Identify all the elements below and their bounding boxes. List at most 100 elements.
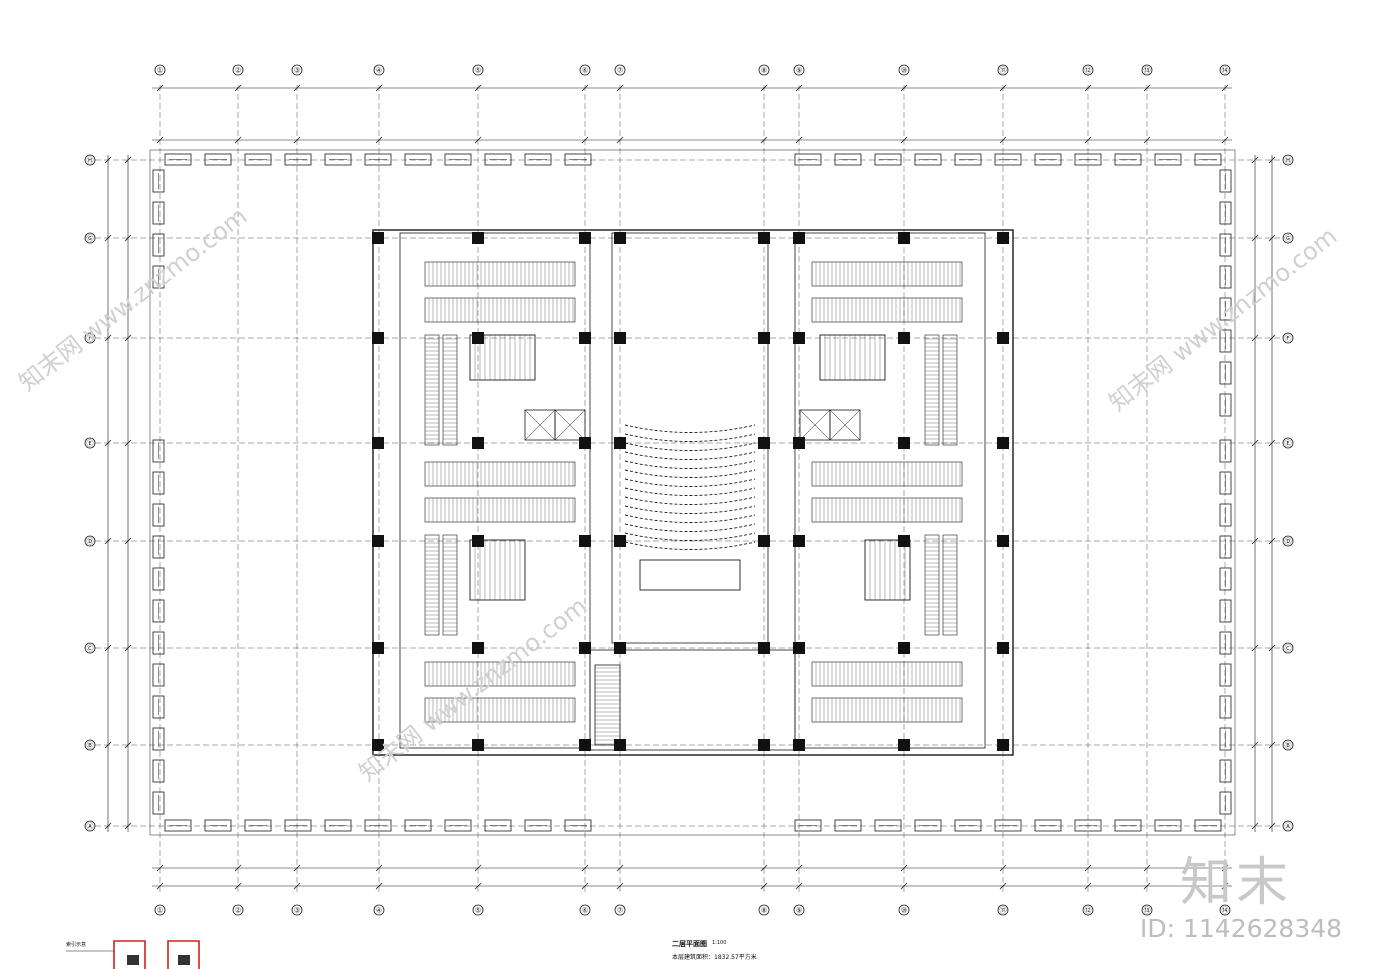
key-plan-marker [178, 955, 190, 965]
axis-bubble-label: ⑭ [1222, 907, 1229, 915]
dimension-tick [581, 882, 589, 890]
window-module [1034, 153, 1062, 166]
window-module [1219, 695, 1232, 719]
elevator-cross [799, 409, 831, 441]
dimension-tick [104, 741, 112, 749]
dimension-lines [104, 84, 1276, 890]
bookshelf-row [811, 461, 963, 487]
axis-bubble [1282, 154, 1294, 166]
seating-row [624, 478, 756, 487]
structural-column [472, 535, 484, 547]
window-module [152, 169, 165, 193]
axis-bubble [1282, 332, 1294, 344]
axis-bubble [579, 904, 591, 916]
bookshelf-column [442, 334, 458, 446]
dimension-tick [1251, 234, 1259, 242]
key-plan-outline [113, 940, 200, 969]
bookshelf-column [924, 334, 940, 446]
axis-bubble-label: ⑭ [1222, 67, 1229, 75]
dimension-tick [1268, 644, 1276, 652]
structural-column [614, 535, 626, 547]
structural-column [579, 332, 591, 344]
dimension-tick [900, 864, 908, 872]
stair-core [864, 539, 911, 601]
window-module [1219, 503, 1232, 527]
dimension-tick [900, 882, 908, 890]
window-module [404, 153, 432, 166]
structural-column [793, 332, 805, 344]
window-module [1219, 169, 1232, 193]
dimension-tick [1143, 84, 1151, 92]
dimension-tick [234, 882, 242, 890]
structural-column [793, 739, 805, 751]
dimension-tick [1221, 84, 1229, 92]
window-module [1219, 265, 1232, 289]
axis-bubble [758, 904, 770, 916]
structural-column [372, 739, 384, 751]
window-module [1219, 361, 1232, 385]
window-module [152, 471, 165, 495]
axis-bubble-label: ⑥ [582, 907, 588, 915]
dimension-tick [156, 136, 164, 144]
axis-bubble-label: ⑩ [901, 67, 907, 75]
dimension-tick [293, 84, 301, 92]
axis-bubble [1282, 535, 1294, 547]
axis-bubble [997, 64, 1009, 76]
structural-column [372, 232, 384, 244]
window-module [524, 819, 552, 832]
window-module [1219, 439, 1232, 463]
structural-column [472, 232, 484, 244]
structural-column [579, 739, 591, 751]
structural-column [997, 535, 1009, 547]
axis-bubble-label: ⑩ [901, 907, 907, 915]
axis-bubble-label: Ⓒ [87, 645, 94, 653]
window-module [484, 153, 512, 166]
axis-bubble [84, 820, 96, 832]
axis-bubble [154, 904, 166, 916]
axis-bubble-label: Ⓒ [1285, 645, 1292, 653]
elevator-shaft [829, 409, 861, 441]
dimension-tick [156, 864, 164, 872]
dimension-tick [1268, 334, 1276, 342]
dimension-tick [124, 439, 132, 447]
axis-bubble-label: ② [235, 67, 241, 75]
structural-column [372, 535, 384, 547]
structural-column [372, 332, 384, 344]
dimension-tick [1268, 234, 1276, 242]
window-module [364, 153, 392, 166]
window-module [794, 819, 822, 832]
dimension-tick [1143, 136, 1151, 144]
dimension-tick [293, 136, 301, 144]
axis-bubble [232, 64, 244, 76]
seating-row [624, 451, 756, 460]
dimension-tick [124, 822, 132, 830]
dimension-tick [104, 234, 112, 242]
window-module [1154, 153, 1182, 166]
dimension-tick [124, 741, 132, 749]
bookshelf-column [942, 534, 958, 636]
axis-bubble-label: Ⓔ [87, 440, 94, 448]
window-module [444, 819, 472, 832]
structural-column [793, 642, 805, 654]
dimension-tick [124, 234, 132, 242]
core-outline [372, 229, 1014, 756]
dimension-tick [999, 882, 1007, 890]
bookshelf-row [811, 497, 963, 523]
window-module [994, 819, 1022, 832]
stair-core [819, 334, 886, 381]
window-module [564, 819, 592, 832]
dimension-tick [1143, 864, 1151, 872]
axis-bubble-label: ④ [376, 907, 382, 915]
dimension-tick [1251, 334, 1259, 342]
window-module [1219, 393, 1232, 417]
axis-bubble [898, 904, 910, 916]
axis-bubble [1082, 64, 1094, 76]
axis-bubble [614, 904, 626, 916]
dimension-tick [1221, 882, 1229, 890]
window-module [1074, 819, 1102, 832]
window-module [484, 819, 512, 832]
window-module [324, 153, 352, 166]
dimension-tick [104, 822, 112, 830]
